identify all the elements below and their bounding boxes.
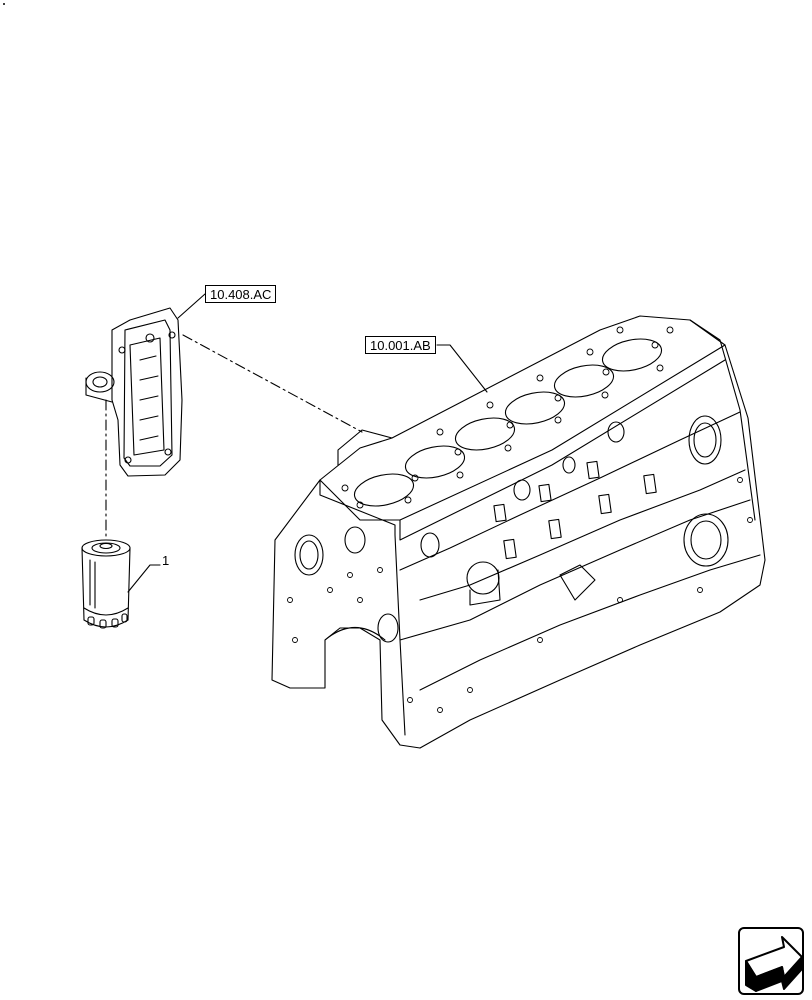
oil-cooler-plate [85,307,183,477]
leader-block-ref [436,344,488,393]
leader-cooler-ref [177,293,206,319]
oil-filter [81,539,131,629]
deck-bolt-holes [287,326,753,713]
corner-dot [3,3,5,5]
next-page-arrow-icon [745,936,803,992]
alignment-line-cooler-block [182,334,363,433]
callout-cooler-ref[interactable]: 10.408.AC [205,285,277,303]
engine-block [271,315,766,749]
next-page-button[interactable] [738,927,804,995]
callout-block-ref[interactable]: 10.001.AB [365,336,436,354]
leader-filter-item [127,564,161,593]
callout-filter-item: 1 [162,553,170,568]
